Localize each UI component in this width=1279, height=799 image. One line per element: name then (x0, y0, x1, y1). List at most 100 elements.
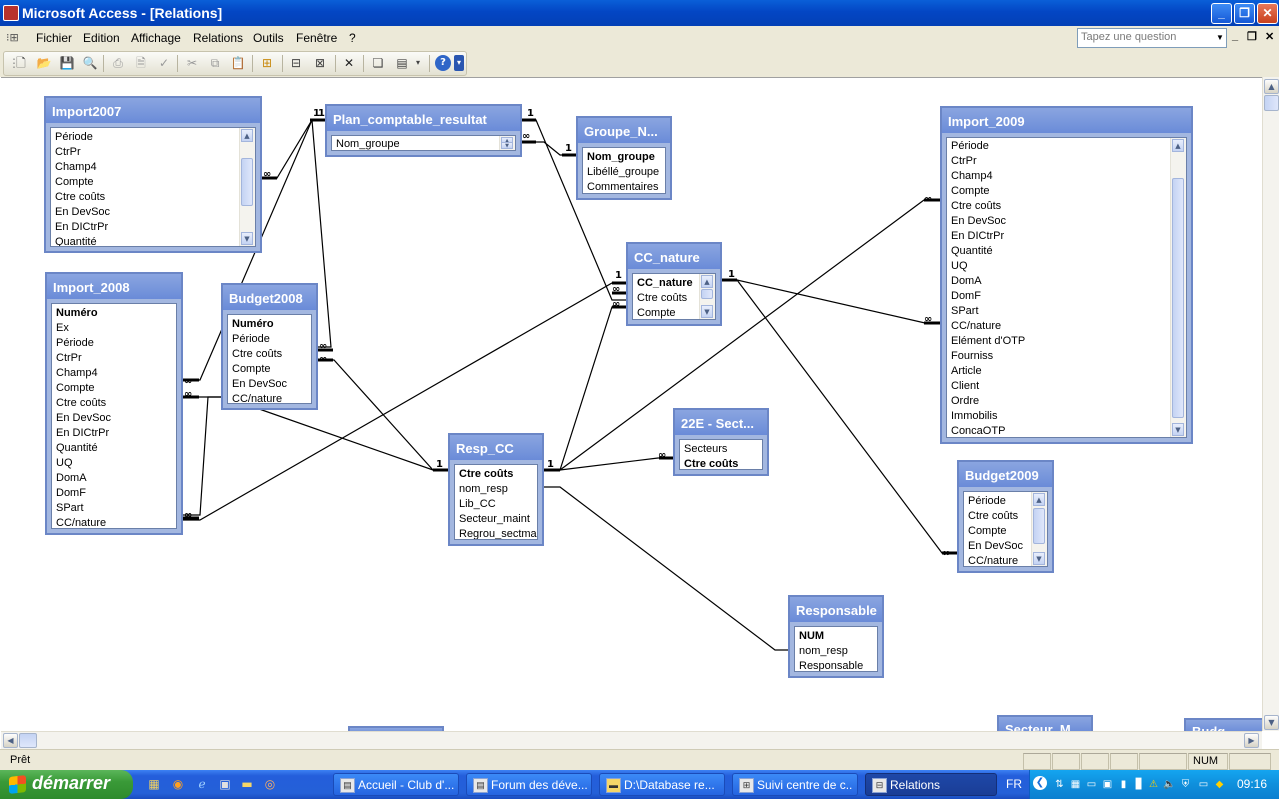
field-list[interactable]: Secteurs Ctre coûts (679, 439, 763, 470)
scroll-down-icon[interactable]: ▼ (241, 232, 253, 245)
field-item[interactable]: CtrPr (951, 155, 977, 167)
window-dropdown-icon[interactable]: ▾ (415, 58, 420, 67)
field-list[interactable]: CC_nature Ctre coûts Compte ▲ ▼ (632, 273, 716, 320)
field-item[interactable]: Ctre coûts (232, 348, 283, 360)
table-groupe[interactable]: Groupe_N... Nom_groupe Libéllé_groupe Co… (576, 116, 672, 200)
table-budget2008[interactable]: Budget2008 Numéro Période Ctre coûts Com… (221, 283, 318, 410)
scroll-up-icon[interactable]: ▲ (241, 129, 253, 142)
scroll-left-icon[interactable]: ◀ (3, 733, 18, 748)
scroll-down-icon[interactable]: ▼ (1172, 423, 1184, 436)
explorer-icon[interactable]: ▬ (241, 777, 253, 791)
field-item[interactable]: Client (951, 380, 980, 392)
help-dropdown-icon[interactable]: ▼ (1216, 33, 1224, 42)
delete-icon[interactable]: ✕ (343, 56, 355, 70)
menu-outils[interactable]: Outils (253, 31, 284, 45)
toolbar-options-icon[interactable]: ▾ (454, 55, 464, 71)
scroll-down-icon[interactable]: ▼ (1264, 715, 1279, 730)
new-object-icon[interactable]: ❏ (372, 56, 384, 70)
field-item[interactable]: Secteur_maint (459, 513, 530, 525)
field-scrollbar[interactable]: ▲ ▼ (1031, 492, 1047, 566)
outlook-icon[interactable]: ◎ (264, 777, 276, 791)
field-item[interactable]: CC_nature (637, 277, 693, 289)
field-list[interactable]: Numéro Période Ctre coûts Compte En DevS… (227, 314, 312, 404)
scroll-up-icon[interactable]: ▲ (1033, 493, 1045, 506)
scroll-right-icon[interactable]: ▶ (1244, 733, 1259, 748)
field-item[interactable]: Compte (951, 185, 990, 197)
folder-quicklaunch-icon[interactable]: ▦ (148, 777, 160, 791)
copy-icon[interactable]: ⧉ (210, 56, 220, 70)
tray-expand-icon[interactable]: ❮ (1033, 776, 1047, 790)
field-list[interactable]: Période Ctre coûts Compte En DevSoc CC/n… (963, 491, 1048, 567)
signal-icon[interactable]: ▮ (1120, 779, 1127, 790)
field-item[interactable]: Quantité (56, 442, 98, 454)
field-scrollbar[interactable]: ▲ ▼ (499, 136, 515, 150)
field-list[interactable]: Numéro Ex Période CtrPr Champ4 Compte Ct… (51, 303, 177, 529)
field-item[interactable]: Libéllé_groupe (587, 166, 660, 178)
table-import2009[interactable]: Import_2009 Période CtrPr Champ4 Compte … (940, 106, 1193, 444)
field-item[interactable]: Ctre coûts (56, 397, 107, 409)
help-question-input[interactable]: Tapez une question ▼ (1077, 28, 1227, 48)
field-item[interactable]: Champ4 (55, 161, 97, 173)
field-item[interactable]: En DevSoc (55, 206, 111, 218)
field-item[interactable]: Immobilis (951, 410, 998, 422)
language-indicator[interactable]: FR (1006, 777, 1022, 791)
network-icon[interactable]: ⇅ (1055, 779, 1064, 790)
field-item[interactable]: SPart (56, 502, 84, 514)
field-list[interactable]: Nom_groupe Libéllé_groupe Commentaires (582, 147, 666, 194)
field-list[interactable]: NUM nom_resp Responsable (794, 626, 878, 672)
computer-icon[interactable]: ▭ (1198, 779, 1209, 790)
table-title[interactable]: Resp_CC (450, 435, 542, 460)
field-item[interactable]: NUM (799, 630, 825, 642)
field-scrollbar[interactable]: ▲ ▼ (1170, 138, 1186, 437)
table-secteur-partial[interactable]: Secteur_M... (997, 715, 1093, 731)
table-title[interactable]: Import_2008 (47, 274, 181, 299)
field-item[interactable]: Période (968, 495, 1006, 507)
field-item[interactable]: En DICtrPr (951, 230, 1005, 242)
field-item[interactable]: Ctre coûts (951, 200, 1002, 212)
save-icon[interactable]: 💾 (59, 56, 75, 70)
print-icon[interactable]: ⎙ (113, 56, 123, 70)
field-item[interactable]: CC/nature (951, 320, 1002, 332)
table-budget2009[interactable]: Budget2009 Période Ctre coûts Compte En … (957, 460, 1054, 573)
scroll-thumb[interactable] (1172, 178, 1184, 418)
scroll-thumb[interactable] (701, 289, 713, 299)
field-item[interactable]: CC/nature (56, 517, 107, 529)
scroll-up-icon[interactable]: ▲ (701, 275, 713, 288)
menu-fichier[interactable]: Fichier (36, 31, 73, 45)
field-item[interactable]: Ctre coûts (684, 458, 739, 470)
scroll-down-icon[interactable]: ▼ (701, 305, 713, 318)
shield-icon[interactable]: ⛨ (1181, 779, 1190, 790)
task-suivi[interactable]: ⊞ Suivi centre de c... (732, 773, 858, 796)
minimize-button[interactable]: _ (1211, 3, 1232, 24)
start-button[interactable]: démarrer (0, 770, 133, 799)
table-title[interactable]: Budg... (1186, 720, 1262, 731)
field-item[interactable]: UQ (56, 457, 73, 469)
speaker-icon[interactable]: 🔈 (1163, 779, 1176, 790)
table-title[interactable]: Plan_comptable_resultat (327, 106, 520, 131)
field-item[interactable]: Regrou_sectmain (459, 528, 538, 540)
task-relations[interactable]: ⊟ Relations (865, 773, 997, 796)
field-item[interactable]: En DevSoc (951, 215, 1007, 227)
all-relations-icon[interactable]: ⊠ (314, 56, 326, 70)
field-item[interactable]: SPart (951, 305, 979, 317)
field-item[interactable]: Secteurs (684, 443, 728, 455)
field-item[interactable]: Compte (637, 307, 676, 319)
field-item[interactable]: Ctre coûts (968, 510, 1019, 522)
table-title[interactable]: CC_nature (628, 244, 720, 269)
table-plan-comptable[interactable]: Plan_comptable_resultat Nom_groupe ▲ ▼ (325, 104, 522, 157)
field-scrollbar[interactable]: ▲ ▼ (699, 274, 715, 319)
access-app-icon[interactable] (3, 5, 19, 21)
scroll-down-icon[interactable]: ▼ (501, 142, 513, 149)
table-import2008[interactable]: Import_2008 Numéro Ex Période CtrPr Cham… (45, 272, 183, 535)
field-item[interactable]: En DICtrPr (55, 221, 109, 233)
field-list[interactable]: Nom_groupe ▲ ▼ (331, 135, 516, 151)
scroll-thumb[interactable] (241, 158, 253, 206)
display-icon[interactable]: ▣ (1102, 779, 1113, 790)
security-icon[interactable]: ◆ (1215, 779, 1224, 790)
field-item[interactable]: Période (56, 337, 94, 349)
field-item[interactable]: CtrPr (55, 146, 81, 158)
field-item[interactable]: En DevSoc (56, 412, 112, 424)
field-item[interactable]: Article (951, 365, 982, 377)
scroll-thumb[interactable] (1033, 508, 1045, 544)
ie-icon[interactable]: ℯ (198, 777, 206, 791)
